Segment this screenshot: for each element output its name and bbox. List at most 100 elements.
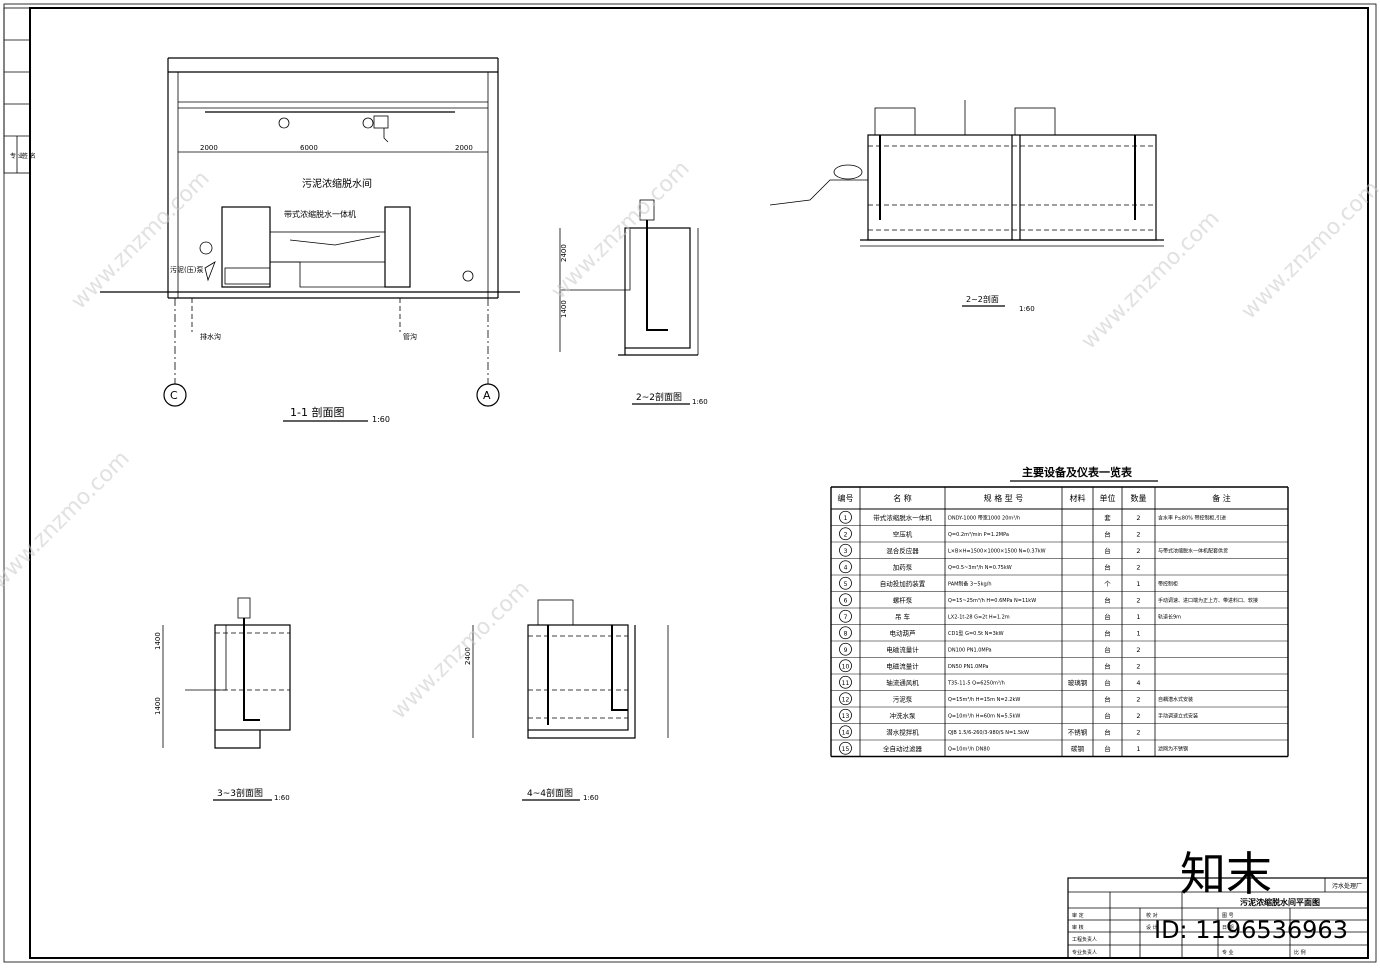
- title-block: 污水处理厂 污泥浓缩脱水间平面图 审 定 审 核 工程负责人 专业负责人 校 对…: [1067, 877, 1369, 959]
- table-cell-spec: DN50 PN1.0MPa: [948, 664, 988, 670]
- table-cell-unit: 台: [1104, 711, 1111, 720]
- strip-label-1: 专 业: [10, 152, 24, 160]
- table-cell-spec: DNDY-1000 带宽1000 20m³/h: [948, 514, 1020, 521]
- table-cell-name: 加药泵: [893, 562, 913, 571]
- left-strip: 专 业 签 名: [3, 7, 36, 174]
- table-header: 编号: [838, 493, 854, 503]
- table-cell-note: 含水率 P≤80% 带控制柜,引进: [1158, 514, 1226, 521]
- tb-cell-0: 审 定: [1072, 912, 1084, 919]
- table-row-number-circle: [839, 642, 852, 656]
- table-header: 数量: [1131, 493, 1147, 503]
- s11-scale: 1:60: [372, 415, 390, 424]
- table-cell-unit: 台: [1104, 595, 1111, 604]
- table-cell-note: 与带式浓缩脱水一体机配套供货: [1158, 547, 1228, 554]
- table-cell-spec: Q=0.2m³/min P=1.2MPa: [948, 532, 1009, 538]
- table-row-number-circle: [839, 741, 852, 755]
- table-row-number-circle: [839, 725, 852, 739]
- section-1-1: 2000 6000 2000 污泥浓缩脱水间 带式浓缩脱水一体机 污泥(压)泵 …: [100, 57, 520, 424]
- section-2-2-b: 2~2剖面 1:60: [769, 100, 1164, 313]
- tb-project: 污水处理厂: [1332, 882, 1362, 890]
- tb-cell-4: 校 对: [1146, 912, 1158, 919]
- table-cell-qty: 2: [1136, 712, 1140, 720]
- strip-label-2: 签 名: [22, 152, 36, 160]
- s33-title: 3~3剖面图: [217, 787, 263, 799]
- table-cell-no: 9: [844, 647, 848, 654]
- table-row-number-circle: [839, 692, 852, 706]
- dim-3: 2000: [455, 144, 473, 152]
- table-cell-mat: 碳钢: [1071, 744, 1085, 753]
- table-cell-spec: T35-11-5 Q=6250m³/h: [947, 680, 1005, 686]
- s22b-scale: 1:60: [1019, 305, 1035, 313]
- table-cell-unit: 台: [1104, 678, 1111, 687]
- table-row-number-circle: [839, 543, 852, 557]
- s33-scale: 1:60: [274, 794, 290, 802]
- tb-cell-5: 设 计: [1146, 924, 1158, 931]
- outer-border: [3, 3, 1377, 963]
- table-cell-unit: 台: [1104, 628, 1111, 637]
- table-cell-qty: 2: [1136, 662, 1140, 670]
- table-cell-unit: 台: [1104, 661, 1111, 670]
- table-cell-qty: 1: [1136, 629, 1140, 637]
- table-cell-qty: 2: [1136, 646, 1140, 654]
- s11-title: 1-1 剖面图: [290, 405, 344, 419]
- table-row-number-circle: [839, 576, 852, 590]
- table-header: 材料: [1070, 493, 1086, 503]
- watermark-url-2: www.znzmo.com: [547, 156, 695, 304]
- watermark-url-5: www.znzmo.com: [0, 446, 135, 594]
- table-cell-qty: 1: [1136, 745, 1140, 753]
- table-cell-no: 12: [842, 696, 850, 703]
- table-header: 名 称: [893, 493, 912, 503]
- table-cell-unit: 台: [1104, 562, 1111, 571]
- table-cell-unit: 台: [1104, 694, 1111, 703]
- table-cell-note: 手动调速、进口端为正上方、带进料口、软接: [1158, 597, 1258, 604]
- table-row-number-circle: [839, 593, 852, 607]
- watermark-url-6: www.znzmo.com: [1237, 176, 1380, 324]
- table-cell-qty: 2: [1136, 563, 1140, 571]
- table-cell-name: 自动投加药装置: [880, 579, 926, 588]
- tb-cell-6: 图 号: [1222, 913, 1234, 919]
- table-cell-no: 13: [842, 713, 850, 720]
- table-cell-name: 轴流通风机: [886, 678, 919, 687]
- table-cell-name: 全自动过滤器: [883, 744, 923, 753]
- table-row-number-circle: [839, 560, 852, 574]
- tb-cell-8: 专 业: [1222, 949, 1234, 956]
- s44-h1: 2400: [464, 647, 472, 665]
- table-cell-qty: 2: [1136, 695, 1140, 703]
- table-row-number-circle: [839, 675, 852, 689]
- table-header: 单位: [1100, 493, 1116, 503]
- tb-cell-9: 比 例: [1294, 949, 1306, 956]
- tb-cell-3: 专业负责人: [1072, 949, 1097, 956]
- hall-label: 污泥浓缩脱水间: [302, 177, 372, 190]
- table-cell-qty: 4: [1136, 679, 1140, 687]
- table-cell-name: 带式浓缩脱水一体机: [873, 513, 932, 522]
- table-cell-mat: 不锈钢: [1068, 727, 1088, 736]
- table-cell-qty: 2: [1136, 547, 1140, 555]
- table-cell-no: 10: [842, 663, 850, 670]
- table-cell-no: 3: [844, 548, 848, 555]
- s22a-title: 2~2剖面图: [636, 391, 682, 403]
- table-cell-note: 自耦潜水式安装: [1158, 696, 1193, 703]
- table-cell-name: 螺杆泵: [893, 595, 913, 604]
- pipe-label: 管沟: [403, 332, 417, 341]
- table-cell-unit: 台: [1104, 727, 1111, 736]
- table-cell-spec: CD1型 G=0.5t N=3kW: [948, 630, 1004, 637]
- table-cell-spec: L×B×H=1500×1000×1500 N=0.37kW: [948, 548, 1046, 554]
- equipment-table: 主要设备及仪表一览表 编号 名 称 规 格 型 号 材料 单位 数量 备 注 1 带式浓缩脱水一…: [830, 465, 1289, 758]
- table-title: 主要设备及仪表一览表: [1022, 465, 1133, 479]
- table-cell-spec: Q=0.5~3m³/h N=0.75kW: [948, 565, 1012, 571]
- s33-h1: 1400: [154, 632, 162, 650]
- table-cell-note: 轨道长9m: [1158, 613, 1181, 620]
- inner-frame: [29, 7, 1369, 959]
- dim-2: 6000: [300, 144, 318, 152]
- watermark-url-3: www.znzmo.com: [1077, 206, 1225, 354]
- table-cell-name: 冲洗水泵: [890, 711, 917, 720]
- table-header: 规 格 型 号: [984, 493, 1024, 503]
- table-cell-note: 滤网为不锈钢: [1158, 745, 1188, 752]
- section-4-4: 2400 4~4剖面图 1:60: [464, 599, 669, 802]
- table-header: 备 注: [1212, 493, 1231, 503]
- section-3-3: 1400 1400 3~3剖面图 1:60: [154, 597, 291, 802]
- table-cell-note: 带控制柜: [1158, 580, 1178, 587]
- table-row-number-circle: [839, 527, 852, 541]
